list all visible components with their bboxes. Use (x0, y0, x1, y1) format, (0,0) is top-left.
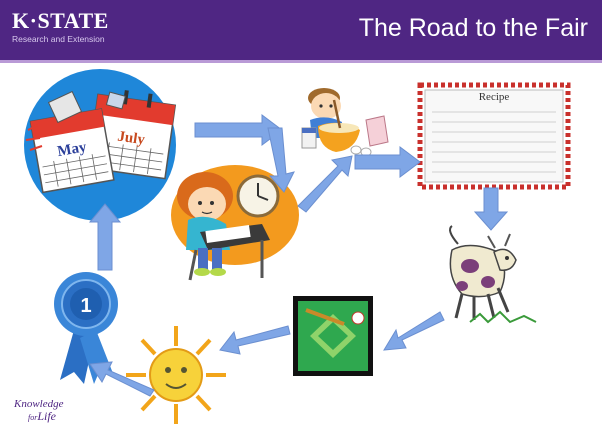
recipe-card: Recipe (417, 82, 571, 190)
arrow-field-to-sun (219, 325, 291, 355)
logo-subtitle: Research and Extension (12, 34, 105, 44)
child-baking-clipart (301, 88, 389, 157)
footer-life: Life (37, 409, 57, 423)
calendar-icon: July May (24, 69, 177, 221)
calendar-month-may: May (56, 139, 88, 160)
slide-title: The Road to the Fair (358, 14, 588, 42)
cow-clipart (449, 225, 537, 324)
arrow-down-to-desk (267, 127, 295, 193)
arrow-sun-to-ribbon (89, 361, 155, 397)
arrow-desk-to-baker (297, 155, 353, 213)
arrow-baker-to-recipe (354, 146, 421, 178)
footer-knowledge: Knowledge (14, 398, 64, 410)
knowledge-for-life-logo: Knowledge forLife (14, 398, 64, 424)
arrow-recipe-to-cow (473, 187, 509, 231)
baseball-field-icon (293, 296, 373, 376)
ribbon-place: 1 (80, 295, 91, 317)
recipe-card-title: Recipe (479, 91, 510, 103)
calendar-month-july: July (116, 129, 146, 149)
blue-ribbon-icon: 1 (54, 272, 118, 384)
header-divider (0, 60, 602, 63)
kstate-logo: K·STATE (12, 8, 109, 33)
sun-clipart (126, 326, 226, 424)
header-bar: K·STATE Research and Extension The Road … (0, 0, 602, 60)
footer-for: for (28, 413, 38, 422)
arrow-cow-to-field (383, 311, 445, 351)
student-writing-clipart (171, 165, 299, 281)
arrow-ribbon-to-calendar (88, 203, 122, 271)
